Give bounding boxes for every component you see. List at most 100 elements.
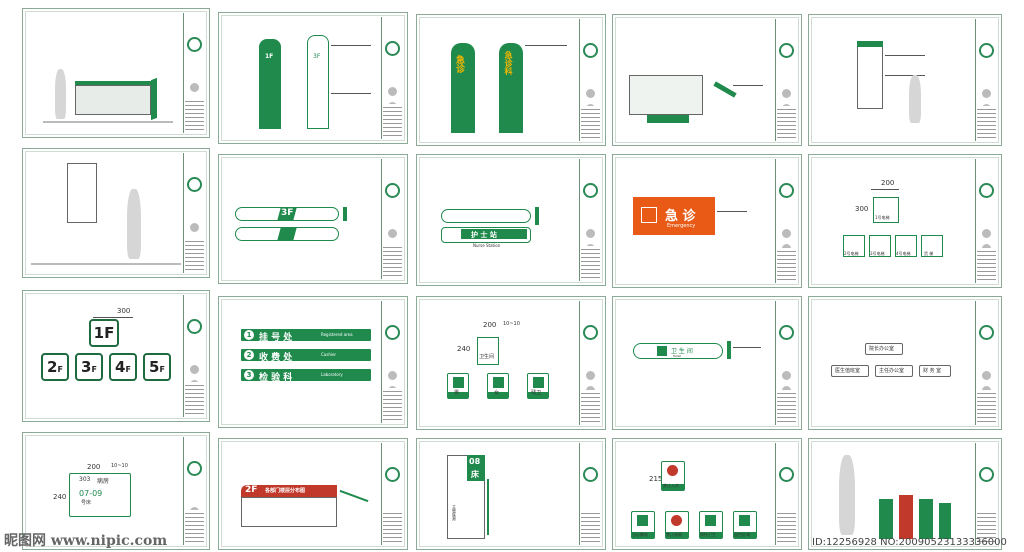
elevator-label-3: 3号电梯 <box>870 251 885 256</box>
safety-sign-main <box>661 461 685 491</box>
toilet-tile-female <box>487 373 509 399</box>
drawing-sheet-9[interactable]: 急 诊 Emergency <box>612 154 802 288</box>
hospital-logo-icon <box>779 43 794 58</box>
drawing-sheet-6[interactable] <box>22 148 210 278</box>
hospital-logo-icon <box>187 177 202 192</box>
safety-tile-3-label: 保持卫生 <box>700 532 716 537</box>
color-dot <box>190 83 199 92</box>
pylon-sign-a <box>451 43 475 133</box>
color-dot <box>388 87 397 96</box>
tile-label-band <box>528 392 548 398</box>
kiosk-lectern <box>713 81 737 98</box>
standing-sign-2 <box>899 495 913 539</box>
info-table <box>777 248 796 280</box>
hospital-logo-icon <box>187 461 202 476</box>
drawing-sheet-20[interactable] <box>808 438 1002 550</box>
info-table <box>581 510 600 542</box>
kiosk-panel <box>629 75 703 115</box>
human-silhouette <box>127 189 141 259</box>
door-plate-top-label: 院长办公室 <box>869 346 895 352</box>
elevator-label-2: 2号电梯 <box>844 251 859 256</box>
no-entry-icon <box>667 465 678 476</box>
drawing-sheet-14[interactable]: 卫 生 间 Toilet <box>612 296 802 430</box>
drawing-sheet-7[interactable]: 3F <box>218 154 408 284</box>
drawing-sheet-5[interactable] <box>808 14 1002 146</box>
safety-tile-1-label: 当心触电 <box>632 532 648 537</box>
drawing-sheet-4[interactable] <box>612 14 802 146</box>
drawing-sheet-19[interactable]: 215 禁止入内 当心触电 禁止吸烟 保持卫生 监控区域 <box>612 438 802 550</box>
hospital-logo-icon <box>385 41 400 56</box>
color-dot <box>190 223 199 232</box>
hospital-logo-icon <box>583 43 598 58</box>
safety-sign-main-label: 禁止入内 <box>663 483 679 488</box>
info-table <box>581 390 600 422</box>
drawing-sheet-13[interactable]: 200 10~10 240 卫生间 男 女 残卫 <box>416 296 606 430</box>
hospital-logo-icon <box>979 183 994 198</box>
drawing-sheet-11[interactable]: 300 1F 2F 3F 4F 5F <box>22 290 210 422</box>
color-dot <box>982 89 991 98</box>
title-block <box>775 443 797 545</box>
title-block <box>579 159 601 281</box>
info-table <box>977 390 996 422</box>
ward-bed-label: 号床 <box>81 500 92 506</box>
hospital-logo-icon <box>779 467 794 482</box>
drawing-sheet-17[interactable]: 2F 各部门楼层分布图 <box>218 438 408 550</box>
drawing-sheet-1[interactable] <box>22 8 210 138</box>
floor-sign-main: 1F <box>89 319 119 347</box>
no-smoking-icon <box>671 515 682 526</box>
ward-plate <box>69 473 131 517</box>
color-dot <box>782 89 791 98</box>
dimension-line <box>93 317 133 318</box>
leader-line <box>885 75 925 76</box>
elevator-sign-4 <box>895 235 917 257</box>
drawing-sheet-3[interactable]: 急诊 急诊科 <box>416 14 606 146</box>
toilet-sign-main-label: 卫生间 <box>479 354 495 360</box>
dept-text-2: 收 费 处 <box>259 353 293 363</box>
ward-room-label: 病房 <box>97 478 110 485</box>
dimension-line <box>871 189 899 190</box>
floor-sign-3-suffix: F <box>91 365 97 374</box>
dimension-label-vertical: 240 <box>53 493 67 501</box>
drawing-sheet-2[interactable]: 1F 3F <box>218 12 408 144</box>
toilet-tile-accessible <box>527 373 549 399</box>
drawing-sheet-18[interactable]: 08 床 主管医师 <box>416 438 606 550</box>
emergency-icon <box>641 207 657 223</box>
toilet-hanging-sign <box>633 343 723 359</box>
info-table <box>383 388 402 420</box>
drawing-sheet-10[interactable]: 200 300 1号电梯 2号电梯 3号电梯 4号电梯 货 梯 <box>808 154 1002 288</box>
drawing-sheet-15[interactable]: 院长办公室 医生值班室 主任办公室 财 务 室 <box>808 296 1002 430</box>
toilet-tile-accessible-label: 残卫 <box>531 390 542 396</box>
tile-label-band <box>632 532 654 538</box>
male-icon <box>453 377 464 388</box>
tile-label-band <box>666 532 688 538</box>
nurse-station-en: Nurse Station <box>473 243 501 248</box>
hospital-logo-icon <box>583 467 598 482</box>
elevator-sign-5 <box>921 235 943 257</box>
floor-sign-main-label: 1F <box>93 324 115 342</box>
dept-text-3: 检 验 科 <box>259 373 293 383</box>
dimension-label: 200 <box>87 463 101 471</box>
hanging-sign <box>441 209 531 223</box>
drawing-sheet-16[interactable]: 200 10~10 240 303 病房 07-09 号床 <box>22 432 210 550</box>
safety-tile-2-label: 禁止吸烟 <box>666 532 682 537</box>
door-plate-top <box>865 343 903 355</box>
leader-line <box>331 93 371 94</box>
toilet-hanging-label: 卫 生 间 <box>671 348 693 355</box>
title-block <box>183 13 205 133</box>
floor-sign-3: 3F <box>75 353 103 381</box>
info-table <box>383 510 402 542</box>
drawing-sheet-8[interactable]: 护 士 站 Nurse Station <box>416 154 606 286</box>
floor-directory-floor: 2F <box>245 485 258 495</box>
dimension-label-small: 10~10 <box>503 321 520 327</box>
dimension-label: 200 <box>483 321 497 329</box>
title-block <box>975 19 997 141</box>
safety-tile-2 <box>665 511 689 539</box>
pylon-sign-b <box>499 43 523 133</box>
floor-sign-5: 5F <box>143 353 171 381</box>
dimension-label-vertical: 300 <box>855 205 869 213</box>
title-block <box>381 17 403 139</box>
dimension-label-vertical: 215 <box>649 475 663 483</box>
hospital-logo-icon <box>385 183 400 198</box>
safety-tile-4 <box>733 511 757 539</box>
